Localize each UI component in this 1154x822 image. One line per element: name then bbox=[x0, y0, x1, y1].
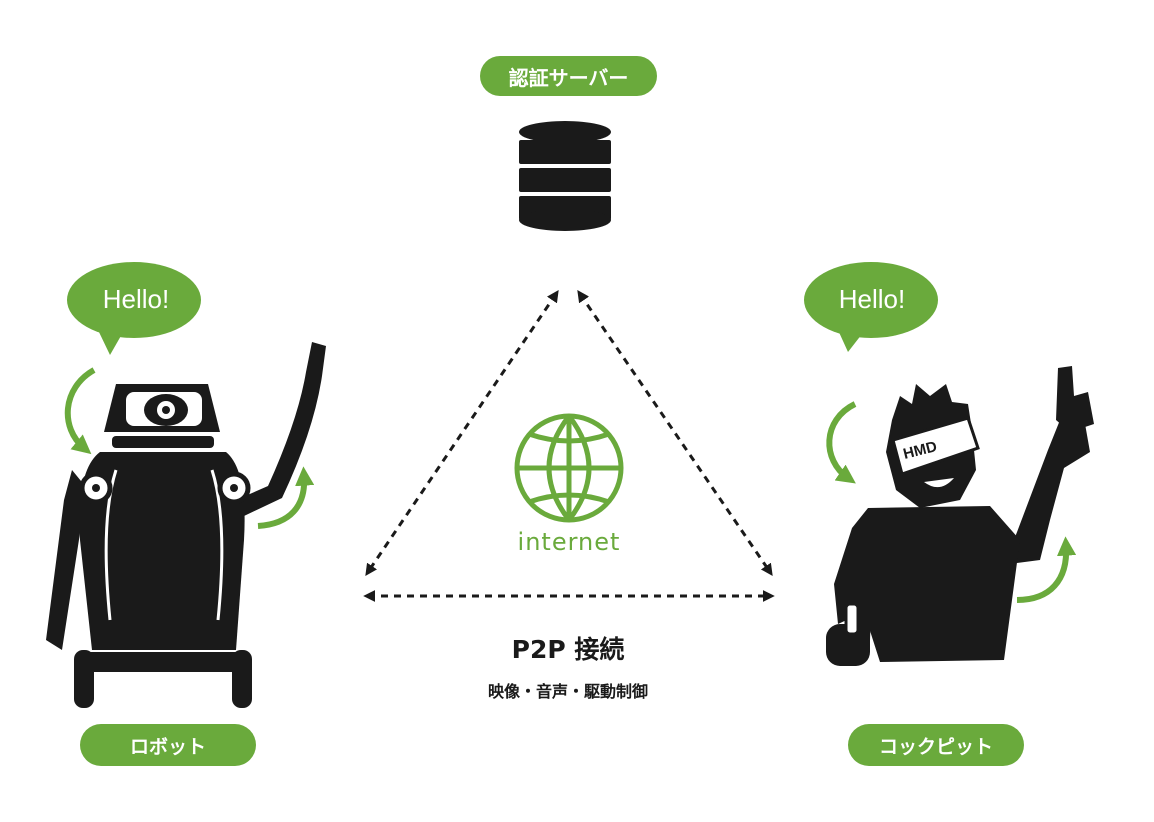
cockpit-label: コックピット bbox=[848, 724, 1024, 766]
database-icon bbox=[519, 121, 611, 231]
p2p-connection-subtitle: 映像・音声・駆動制御 bbox=[487, 682, 648, 701]
person-figure bbox=[826, 366, 1094, 666]
cockpit-speech-text: Hello! bbox=[838, 284, 906, 314]
robot-figure bbox=[46, 342, 326, 708]
curved-arrow-robot-head bbox=[64, 367, 96, 455]
globe-icon bbox=[514, 413, 624, 523]
curved-arrow-cockpit-arm bbox=[1016, 536, 1077, 603]
p2p-connection-title: P2P 接続 bbox=[511, 635, 625, 664]
robot-label: ロボット bbox=[80, 724, 256, 766]
speech-bubble-robot bbox=[67, 262, 201, 355]
link-server-cockpit bbox=[577, 290, 773, 576]
speech-bubble-cockpit bbox=[804, 262, 938, 352]
server-label: 認証サーバー bbox=[480, 56, 657, 96]
curved-arrow-robot-arm bbox=[257, 466, 315, 529]
curved-arrow-cockpit-head bbox=[826, 401, 857, 484]
internet-label: internet bbox=[517, 528, 621, 556]
robot-speech-text: Hello! bbox=[102, 284, 170, 314]
link-server-robot bbox=[365, 290, 559, 576]
